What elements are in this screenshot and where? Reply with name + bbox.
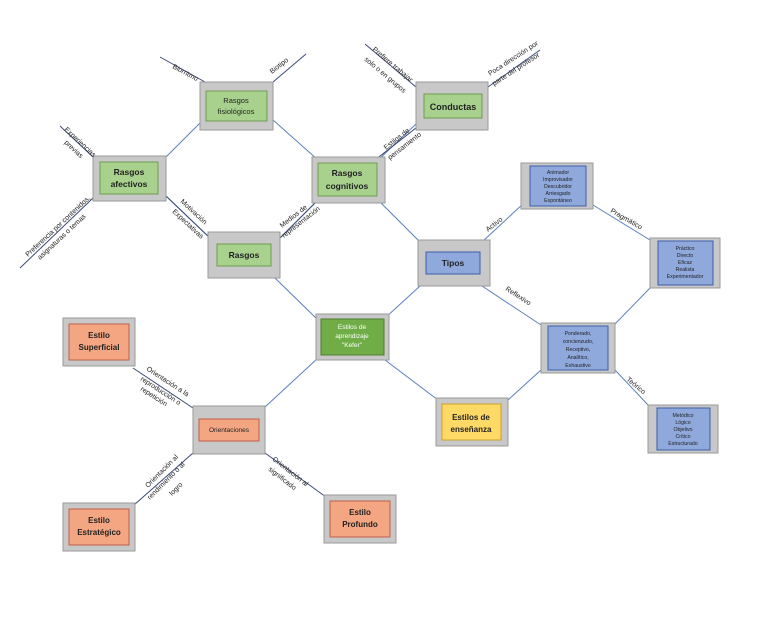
node-reflexivo-list[interactable]: Ponderado, concienzudo, Receptivo, Analí… [540, 322, 616, 374]
branch-medios [277, 199, 319, 241]
label-biotipo: Biotipo [269, 57, 290, 76]
svg-text:Analítico,: Analítico, [567, 355, 588, 361]
svg-text:Receptivo,: Receptivo, [566, 347, 591, 353]
kefer-label-3: "Kefer" [342, 342, 363, 349]
svg-text:enseñanza: enseñanza [451, 425, 492, 434]
node-rasgos[interactable]: Rasgos [207, 231, 281, 279]
branch-lines [19, 43, 541, 269]
branch-preferencia [19, 197, 94, 269]
connector-reflexivo-pragmatico [614, 285, 653, 325]
svg-text:Exhaustivo: Exhaustivo [565, 363, 590, 369]
branch-biorritmo [159, 56, 206, 83]
node-estilos-ensenanza[interactable]: Estilos de enseñanza [435, 397, 509, 447]
connector-afectivos-fisiologicos [165, 117, 206, 158]
connector-rasgos-kefer [274, 277, 319, 321]
kefer-label-2: aprendizaje [335, 333, 369, 340]
svg-text:Ponderado,: Ponderado, [565, 331, 592, 337]
branch-experiencias [59, 125, 94, 158]
svg-text:Descubridor: Descubridor [544, 184, 572, 190]
connector-superficial-orientaciones [132, 367, 194, 409]
svg-text:Superficial: Superficial [79, 343, 120, 352]
node-teorico-list[interactable]: Metódico Lógico Objetivo Crítico Estruct… [647, 404, 719, 454]
node-activo-list[interactable]: Animador Improvisador Descubridor Arries… [520, 162, 594, 210]
svg-text:Estilo: Estilo [349, 508, 371, 517]
node-estilo-superficial[interactable]: Estilo Superficial [62, 317, 136, 367]
connector-activo-pragmatico [592, 204, 651, 241]
rasgos-label: Rasgos [229, 250, 260, 260]
node-rasgos-cognitivos[interactable]: Rasgos cognitivos [311, 156, 386, 204]
node-tipos[interactable]: Tipos [417, 239, 491, 287]
svg-text:concienzudo,: concienzudo, [563, 339, 594, 345]
connector-kefer-ensenanza [384, 359, 439, 401]
node-estilo-estrategico[interactable]: Estilo Estratégico [62, 502, 136, 552]
tipos-label: Tipos [442, 258, 465, 268]
svg-text:Espontáneo: Espontáneo [544, 198, 572, 204]
connector-orientaciones-profundo [264, 452, 327, 498]
node-conductas[interactable]: Conductas [415, 81, 489, 131]
svg-text:Preferencia por contenidos,: Preferencia por contenidos, [25, 195, 92, 259]
svg-text:Profundo: Profundo [342, 520, 378, 529]
rasgos-cognitivos-label-1: Rasgos [332, 168, 363, 178]
edge-labels: Biorritmo Biotipo Prefiere trabajar solo… [25, 40, 647, 502]
label-biorritmo: Biorritmo [171, 64, 199, 83]
connector-estrategico-orientaciones [133, 452, 194, 506]
svg-text:Directo: Directo [677, 253, 694, 259]
orientaciones-label: Orientaciones [209, 427, 250, 434]
conductas-label: Conductas [430, 102, 477, 112]
node-rasgos-fisiologicos[interactable]: Rasgos fisiológicos [199, 81, 274, 131]
svg-text:Estratégico: Estratégico [77, 528, 121, 537]
rasgos-afectivos-label-1: Rasgos [114, 167, 145, 177]
connector-reflexivo-teorico [614, 369, 651, 408]
connectors [132, 117, 653, 506]
svg-text:Improvisador: Improvisador [543, 177, 573, 183]
svg-text:Objetivo: Objetivo [673, 427, 692, 433]
label-activo: Activo [485, 216, 504, 233]
svg-text:Arriesgado: Arriesgado [545, 191, 570, 197]
svg-text:Experimentador: Experimentador [667, 274, 704, 280]
branch-estilos-pensamiento [374, 127, 417, 161]
rasgos-fisiologicos-label-1: Rasgos [223, 96, 249, 105]
svg-text:Práctico: Práctico [676, 246, 695, 252]
node-rasgos-afectivos[interactable]: Rasgos afectivos [92, 155, 167, 202]
node-orientaciones[interactable]: Orientaciones [192, 405, 266, 455]
svg-text:Lógico: Lógico [675, 420, 690, 426]
connector-kefer-tipos [384, 285, 421, 319]
branch-motivacion [165, 195, 213, 241]
node-estilos-kefer[interactable]: Estilos de aprendizaje "Kefer" [315, 313, 390, 361]
svg-text:Crítico: Crítico [676, 434, 691, 440]
kefer-label-1: Estilos de [338, 324, 367, 331]
connector-tipos-activo [481, 202, 525, 243]
svg-text:logro: logro [168, 481, 184, 497]
svg-text:Estilos de: Estilos de [452, 413, 490, 422]
label-teorico: Teórico [625, 376, 647, 396]
node-pragmatico-list[interactable]: Práctico Directo Eficaz Realista Experim… [649, 237, 721, 289]
svg-text:Realista: Realista [676, 267, 695, 273]
rasgos-cognitivos-label-2: cognitivos [326, 181, 369, 191]
connector-fisiologicos-cognitivos [272, 119, 319, 161]
svg-text:Estilo: Estilo [88, 516, 110, 525]
rasgos-afectivos-label-2: afectivos [111, 179, 148, 189]
svg-text:Animador: Animador [547, 170, 569, 176]
branch-poca-direccion [487, 49, 541, 88]
rasgos-fisiologicos-label-2: fisiológicos [218, 107, 255, 116]
connector-tipos-reflexivo [481, 285, 542, 326]
branch-prefiere-trabajar [364, 43, 417, 88]
connector-ensenanza-reflexivo [507, 369, 542, 401]
label-reflexivo: Reflexivo [504, 286, 532, 308]
branch-biotipo [272, 53, 307, 83]
connector-kefer-orientaciones [264, 357, 319, 408]
node-estilo-profundo[interactable]: Estilo Profundo [323, 494, 397, 544]
svg-text:Estilo: Estilo [88, 331, 110, 340]
svg-text:Eficaz: Eficaz [678, 260, 693, 266]
label-pragmatico: Pragmático [609, 208, 643, 232]
connector-cognitivos-tipos [377, 199, 421, 243]
svg-text:Estructurado: Estructurado [668, 441, 698, 447]
svg-text:Metódico: Metódico [672, 413, 693, 419]
